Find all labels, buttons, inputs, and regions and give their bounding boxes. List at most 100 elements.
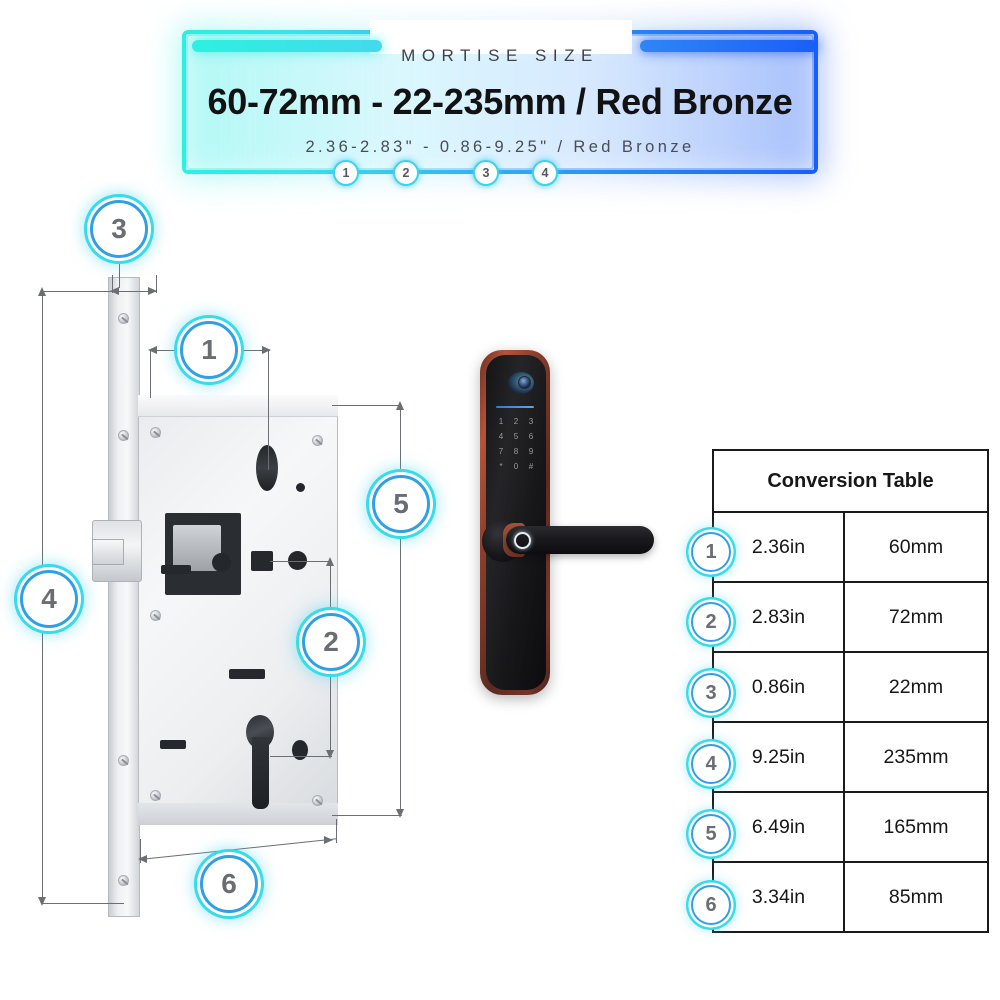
dim4-ext-bottom — [42, 903, 124, 905]
dim4-ext-top — [42, 291, 114, 293]
dim2-arrow-bottom — [326, 750, 334, 759]
keypad-key-6[interactable]: 6 — [528, 431, 534, 441]
keypad[interactable]: 1 2 3 4 5 6 7 8 9 * 0 # — [494, 414, 538, 473]
table-badge-6[interactable]: 6 — [691, 885, 731, 925]
faceplate-screw-low — [118, 755, 129, 766]
lock-case-bottom-bevel — [138, 803, 338, 825]
dim4-arrow-bottom — [38, 897, 46, 906]
dim1-ext-left — [150, 350, 152, 398]
case-screw-br — [312, 795, 323, 806]
mortise-lock-diagram: 3 1 5 2 4 6 — [20, 195, 470, 955]
callout-badge-4[interactable]: 4 — [20, 570, 78, 628]
cylinder-body — [252, 737, 269, 809]
dim3-arrow-left — [110, 287, 119, 295]
table-badge-5[interactable]: 5 — [691, 814, 731, 854]
table-badge-1[interactable]: 1 — [691, 532, 731, 572]
header-badge-1[interactable]: 1 — [333, 160, 359, 186]
dim6-arrow-right — [324, 836, 333, 844]
neon-bar-right — [640, 40, 818, 52]
cylinder-keyhole — [242, 715, 278, 811]
keypad-key-8[interactable]: 8 — [513, 446, 519, 456]
case-screw-bl — [150, 790, 161, 801]
keypad-key-7[interactable]: 7 — [498, 446, 504, 456]
dim3-line — [112, 291, 156, 293]
keypad-key-5[interactable]: 5 — [513, 431, 519, 441]
header-banner: MORTISE SIZE 60-72mm - 22-235mm / Red Br… — [170, 18, 830, 186]
neon-bar-left — [192, 40, 382, 52]
keypad-key-4[interactable]: 4 — [498, 431, 504, 441]
camera-lens-icon — [518, 376, 531, 389]
dim1-arrow-right — [262, 346, 271, 354]
header-badge-4[interactable]: 4 — [532, 160, 558, 186]
keypad-key-1[interactable]: 1 — [498, 416, 504, 426]
side-slot-c — [160, 740, 186, 749]
callout-badge-5[interactable]: 5 — [372, 475, 430, 533]
callout-badge-6[interactable]: 6 — [200, 855, 258, 913]
callout-badge-1[interactable]: 1 — [180, 321, 238, 379]
cell-mm: 85mm — [843, 861, 989, 933]
keypad-key-star[interactable]: * — [499, 461, 503, 471]
fingerprint-sensor-icon[interactable] — [514, 532, 531, 549]
side-slot-b — [229, 669, 265, 679]
small-hole-a — [296, 483, 305, 492]
cylinder-side-hole — [292, 740, 308, 760]
dim2-ext-top — [270, 561, 332, 563]
header-subtitle: 2.36-2.83" - 0.86-9.25" / Red Bronze — [305, 138, 695, 156]
spindle-hole — [256, 445, 278, 491]
dim1-ext-right — [268, 350, 270, 470]
small-hole-c — [288, 551, 307, 570]
header-text-stack: MORTISE SIZE 60-72mm - 22-235mm / Red Br… — [170, 18, 830, 157]
lock-faceplate — [108, 277, 140, 917]
cell-mm: 72mm — [843, 581, 989, 653]
cell-mm: 165mm — [843, 791, 989, 863]
header-badge-2[interactable]: 2 — [393, 160, 419, 186]
callout-badge-3[interactable]: 3 — [90, 200, 148, 258]
latch-bolt-tip — [92, 539, 124, 565]
table-header-row: Conversion Table — [712, 449, 989, 513]
cell-inches: 2.83in — [712, 581, 845, 653]
page-title: 60-72mm - 22-235mm / Red Bronze — [207, 81, 793, 122]
table-badge-2[interactable]: 2 — [691, 602, 731, 642]
cell-mm: 22mm — [843, 651, 989, 723]
dim3-leader — [119, 258, 121, 288]
table-badge-3[interactable]: 3 — [691, 673, 731, 713]
keypad-key-0[interactable]: 0 — [513, 461, 519, 471]
header-badge-3[interactable]: 3 — [473, 160, 499, 186]
table-row: 3.34in 85mm — [712, 861, 989, 933]
callout-badge-2[interactable]: 2 — [302, 613, 360, 671]
dim5-arrow-bottom — [396, 809, 404, 818]
keypad-key-2[interactable]: 2 — [513, 416, 519, 426]
case-screw-tl — [150, 427, 161, 438]
keypad-key-3[interactable]: 3 — [528, 416, 534, 426]
table-row: 2.83in 72mm — [712, 581, 989, 653]
cell-inches: 6.49in — [712, 791, 845, 863]
faceplate-screw-top — [118, 313, 129, 324]
faceplate-screw-bottom — [118, 875, 129, 886]
keypad-key-hash[interactable]: # — [528, 461, 534, 471]
small-hole-b — [212, 553, 231, 572]
dim6-ext-left — [140, 839, 142, 863]
table-row: 2.36in 60mm — [712, 511, 989, 583]
cell-mm: 235mm — [843, 721, 989, 793]
smart-lock-product-image: 1 2 3 4 5 6 7 8 9 * 0 # — [470, 350, 680, 710]
side-slot-a — [161, 565, 191, 574]
dim2-ext-bottom — [270, 756, 332, 758]
cell-inches: 2.36in — [712, 511, 845, 583]
frame-top-gap — [370, 20, 632, 54]
dim6-ext-right — [336, 819, 338, 843]
indicator-light — [496, 406, 534, 408]
table-badge-4[interactable]: 4 — [691, 744, 731, 784]
keypad-key-9[interactable]: 9 — [528, 446, 534, 456]
cell-inches: 3.34in — [712, 861, 845, 933]
dim1-arrow-left — [148, 346, 157, 354]
conversion-table: Conversion Table 2.36in 60mm 2.83in 72mm… — [712, 449, 989, 933]
table-title: Conversion Table — [712, 449, 989, 513]
neon-frame-inner — [186, 34, 814, 170]
dim5-line — [400, 405, 402, 815]
cell-inches: 0.86in — [712, 651, 845, 723]
dim5-ext-top — [332, 405, 402, 407]
cell-mm: 60mm — [843, 511, 989, 583]
dim6-arrow-left — [138, 855, 147, 863]
dim3-ext-right — [156, 275, 158, 293]
follower-slot — [251, 551, 273, 571]
